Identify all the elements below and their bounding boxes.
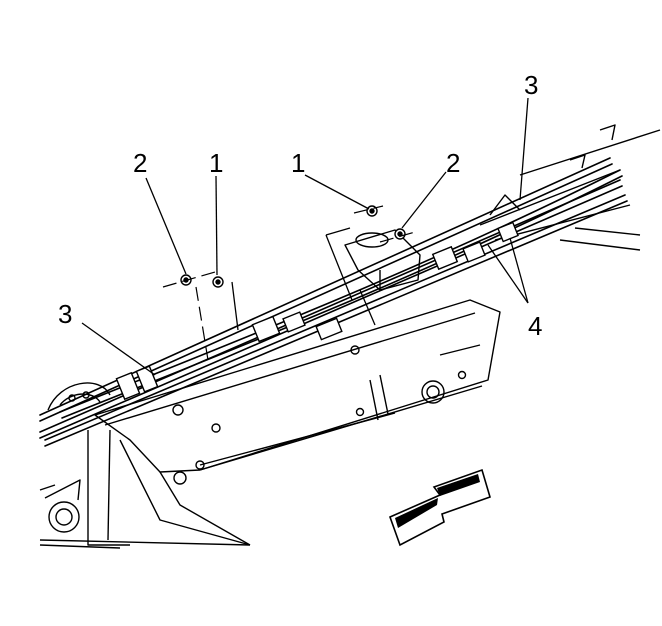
callout-4-right: 4 — [528, 311, 542, 341]
front-arrow-icon — [388, 468, 491, 547]
center-lines — [162, 205, 416, 361]
line-clips — [115, 221, 519, 401]
callout-labels: 2 1 1 2 3 3 4 — [58, 70, 542, 341]
callout-2-left: 2 — [133, 148, 147, 178]
callout-1-center: 1 — [291, 148, 305, 178]
leader-lines — [81, 97, 529, 376]
callout-2-right: 2 — [446, 148, 460, 178]
callout-3-top: 3 — [524, 70, 538, 100]
callout-1-left: 1 — [209, 148, 223, 178]
callout-3-left: 3 — [58, 299, 72, 329]
frame-rail — [39, 124, 661, 549]
